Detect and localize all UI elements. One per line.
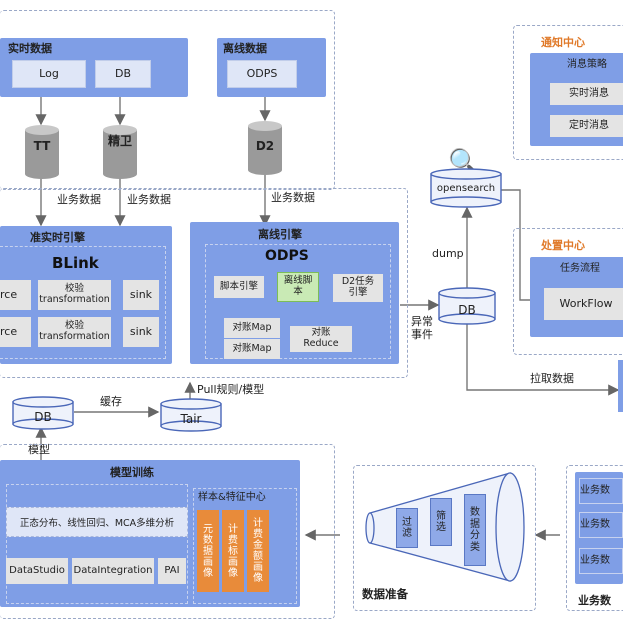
realtime-msg-box: 实时消息: [550, 83, 623, 105]
recon-map-box-2: 对账Map: [224, 339, 280, 359]
source-data-region: [0, 10, 335, 190]
tair-cylinder-icon: [160, 398, 222, 432]
datastudio-box: DataStudio: [6, 558, 68, 584]
notify-panel: 消息策略 实时消息 定时消息: [530, 53, 623, 146]
notify-region: [513, 25, 623, 160]
pull-data-label: 拉取数据: [530, 372, 574, 385]
offline-data-title: 离线数据: [223, 42, 267, 55]
handle-region: [513, 228, 623, 355]
bizdata-item-1: 业务数: [579, 478, 623, 504]
off-engine-panel: 离线引擎 ODPS 脚本引擎 离线脚 本 D2任务 引擎 对账Map 对账Map…: [190, 222, 399, 364]
feature-center-container: [193, 488, 297, 604]
tair-label: Tair: [180, 412, 202, 426]
training-title: 模型训练: [110, 466, 154, 479]
right-edge-panel: [618, 360, 623, 412]
screen-box: 筛 选: [430, 498, 452, 546]
sink-box-1: sink: [123, 280, 159, 310]
feature-center-title: 样本&特征中心: [198, 492, 266, 503]
workflow-box: WorkFlow: [544, 288, 623, 320]
prep-title: 数据准备: [362, 587, 408, 601]
pull-rules-label: Pull规则/模型: [197, 383, 265, 396]
odps-engine-title: ODPS: [265, 248, 309, 264]
training-panel: 模型训练 正态分布、线性回归、MCA多维分析 DataStudio DataIn…: [0, 460, 300, 607]
jingwei-cylinder-icon: [103, 125, 137, 179]
prep-region: [353, 465, 536, 611]
tt-cylinder-icon: [25, 125, 59, 179]
odps-container: [205, 244, 391, 359]
cache-label: 缓存: [100, 395, 122, 408]
classify-box: 数 据 分 类: [464, 494, 486, 566]
jingwei-label: 精卫: [107, 134, 132, 148]
recon-reduce-box: 对账 Reduce: [290, 326, 352, 352]
feature-box-2: 计 费 标 画 像: [222, 510, 244, 592]
training-inner: [6, 484, 188, 604]
opensearch-label: opensearch: [436, 183, 496, 194]
realtime-data-panel: 实时数据 Log DB: [0, 38, 188, 97]
pai-box: PAI: [158, 558, 186, 584]
realtime-data-title: 实时数据: [8, 42, 52, 55]
bizdata-item-3: 业务数: [579, 548, 623, 574]
biz-data-label-1: 业务数据: [57, 193, 101, 206]
validate-box-1: 校验 transformation: [38, 280, 111, 310]
arrow-pull-data: [466, 322, 620, 396]
log-box: Log: [12, 60, 86, 88]
odps-source-box: ODPS: [227, 60, 297, 88]
filter-box: 过 滤: [396, 508, 418, 548]
dump-label: dump: [432, 247, 464, 260]
db-right-cylinder-icon: [438, 287, 496, 325]
model-label: 模型: [28, 443, 50, 456]
d2-label: D2: [255, 139, 275, 153]
off-engine-title: 离线引擎: [258, 228, 302, 241]
bizdata-title: 业务数: [578, 594, 611, 607]
algorithms-box: 正态分布、线性回归、MCA多维分析: [6, 507, 188, 537]
biz-data-label-3: 业务数据: [271, 191, 315, 204]
feature-box-1: 元 数 据 画 像: [197, 510, 219, 592]
blink-container: [0, 246, 166, 359]
dataintegration-box: DataIntegration: [72, 558, 154, 584]
sink-box-2: sink: [123, 317, 159, 347]
db-left-label: DB: [34, 410, 52, 424]
bizdata-panel: 业务数 业务数 业务数: [575, 472, 623, 584]
bizdata-item-2: 业务数: [579, 512, 623, 538]
opensearch-cylinder-icon: [430, 168, 502, 208]
d2-cylinder-icon: [248, 121, 282, 175]
handle-title: 处置中心: [541, 239, 585, 252]
source-box-1: rce: [0, 280, 31, 310]
validate-box-2: 校验 transformation: [38, 317, 111, 347]
notify-title: 通知中心: [541, 36, 585, 49]
d2-engine-box: D2任务 引擎: [333, 274, 383, 302]
engines-region: [0, 188, 408, 378]
source-box-2: rce: [0, 317, 31, 347]
rt-engine-panel: 准实时引擎 BLink rce 校验 transformation sink r…: [0, 226, 172, 364]
process-label: 任务流程: [560, 263, 600, 274]
anomaly-label: 异常 事件: [411, 315, 433, 341]
blink-title: BLink: [52, 254, 99, 272]
feature-box-3: 计 费 金 额 画 像: [247, 510, 269, 592]
policy-label: 消息策略: [567, 59, 607, 70]
db-left-cylinder-icon: [12, 396, 74, 430]
rt-engine-title: 准实时引擎: [30, 231, 85, 244]
biz-data-label-2: 业务数据: [127, 193, 171, 206]
recon-map-box-1: 对账Map: [224, 318, 280, 338]
handle-panel: 任务流程 WorkFlow: [530, 257, 623, 337]
db-right-label: DB: [458, 303, 476, 317]
db-source-box: DB: [95, 60, 151, 88]
scheduled-msg-box: 定时消息: [550, 115, 623, 137]
offline-data-panel: 离线数据 ODPS: [217, 38, 326, 97]
bizdata-region: [566, 465, 623, 611]
offline-script-box: 离线脚 本: [277, 272, 319, 302]
training-region: [0, 444, 335, 619]
script-engine-box: 脚本引擎: [214, 276, 264, 298]
tt-label: TT: [33, 139, 51, 153]
